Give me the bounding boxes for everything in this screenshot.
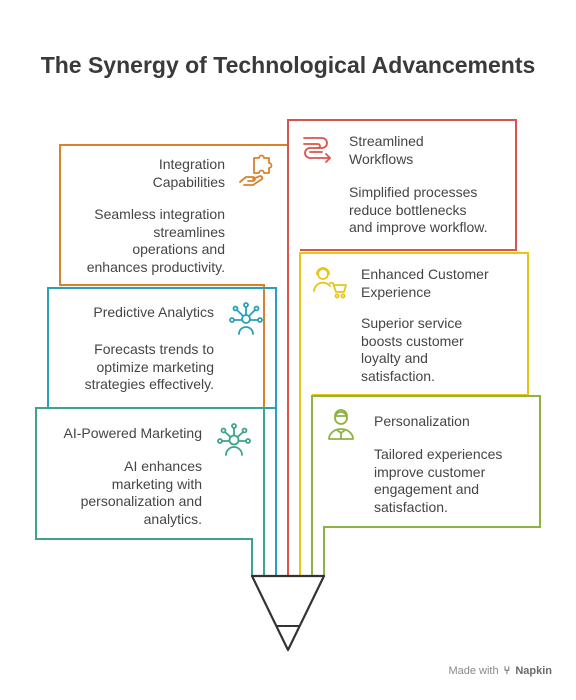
analytics-body-line-2: optimize marketing [96,358,215,375]
footer-attribution: Made with ⑂ Napkin [448,665,552,677]
ai-body: AI enhances marketing with personalizati… [48,458,202,528]
analytics-body-line-1: Forecasts trends to [94,341,214,357]
personalization-heading: Personalization [374,413,534,431]
customer-heading: Enhanced Customer Experience [361,266,521,301]
workflows-heading: Streamlined Workflows [349,133,509,168]
analytics-heading-line-1: Predictive Analytics [93,304,214,320]
customer-body-line-3: loyalty and [361,350,428,366]
napkin-logo-icon: ⑂ [503,665,511,677]
ai-brain-person-icon [217,423,251,456]
integration-body-line-3: operations and [132,241,225,257]
personalization-body-line-4: satisfaction. [374,498,448,515]
ai-body-line-1: AI enhances [124,458,202,474]
analytics-body-line-3: strategies effectively. [84,376,214,392]
footer-brand: Napkin [515,665,552,677]
page-title: The Synergy of Technological Advancement… [40,52,536,78]
personalization-body: Tailored experiences improve customer en… [374,446,534,516]
customer-cart-icon [313,267,347,299]
ai-body-line-2: marketing with [111,475,202,492]
pencil-tip [250,574,326,652]
network-person-icon [229,302,263,335]
personalization-body-line-2: improve customer [374,463,486,480]
customer-heading-line-1: Enhanced Customer [361,266,489,282]
customer-body-line-2: boosts customer [361,332,464,349]
workflows-body: Simplified processes reduce bottlenecks … [349,184,514,237]
customer-heading-line-2: Experience [361,283,432,300]
workflows-card-outline [287,119,517,576]
workflows-heading-line-1: Streamlined [349,133,424,149]
integration-body-line-2: streamlines [153,223,225,240]
footer-prefix: Made with [448,665,499,677]
analytics-card-outline [47,287,277,576]
customer-body-line-1: Superior service [361,315,463,331]
workflows-body-line-2: reduce bottlenecks [349,201,467,218]
customer-body-line-4: satisfaction. [361,367,435,384]
puzzle-hand-icon [239,154,273,186]
ai-heading-line-1: AI-Powered Marketing [63,425,202,441]
ai-card-outline [35,407,265,576]
ai-heading: AI-Powered Marketing [48,425,202,443]
integration-heading-line-2: Capabilities [152,173,225,190]
integration-heading: Integration Capabilities [100,156,225,191]
analytics-body: Forecasts trends to optimize marketing s… [60,341,214,394]
workflows-body-line-3: and improve workflow. [349,219,488,235]
personalized-user-icon [328,409,354,440]
personalization-card-outline [311,395,541,576]
ai-body-line-4: analytics. [143,510,202,527]
ai-body-line-3: personalization and [80,493,202,509]
integration-card-outline [59,144,288,576]
integration-body: Seamless integration streamlines operati… [70,206,225,276]
winding-road-icon [303,137,331,163]
workflows-heading-line-2: Workflows [349,150,414,167]
integration-heading-line-1: Integration [158,156,225,172]
integration-body-line-4: enhances productivity. [86,258,225,275]
customer-body: Superior service boosts customer loyalty… [361,315,521,385]
personalization-heading-line-1: Personalization [374,413,470,429]
personalization-body-line-3: engagement and [374,481,480,497]
analytics-heading: Predictive Analytics [60,304,214,322]
workflows-body-line-1: Simplified processes [349,184,478,200]
integration-body-line-1: Seamless integration [94,206,225,222]
personalization-body-line-1: Tailored experiences [374,446,503,462]
